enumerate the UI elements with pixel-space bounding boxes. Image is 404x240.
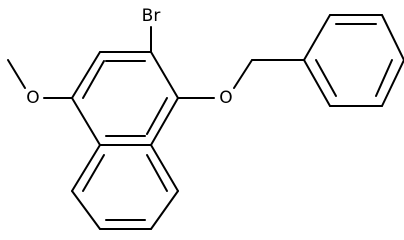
bond-ph4-ph5-double — [375, 59, 393, 97]
bond-ph1-ph2 — [303, 14, 331, 61]
phenyl-ring — [303, 14, 404, 107]
bond-ph3-ph4 — [381, 14, 404, 61]
bond-o-methyl — [7, 59, 26, 89]
bond-c7-c8 — [150, 190, 179, 230]
bond-c8a-c1 — [150, 97, 179, 146]
bond-c1-inner-double — [146, 97, 168, 135]
bond-ph4-ph5 — [381, 59, 404, 107]
bond-c5-c5-double — [82, 154, 105, 192]
lower-ring — [71, 144, 179, 230]
bond-c3-c4 — [71, 51, 101, 99]
upper-ring — [71, 51, 179, 146]
benzyloxy-oxygen-label: O — [219, 88, 232, 108]
bond-c1-c2 — [150, 51, 179, 99]
bromine-label: Br — [142, 6, 161, 26]
bromine-substituent: Br — [142, 6, 161, 53]
benzyloxy-substituent: O — [177, 59, 305, 108]
methoxy-oxygen-label: O — [26, 88, 39, 108]
bond-o-ch2 — [233, 59, 253, 89]
bond-c4-c4a — [71, 97, 101, 146]
bond-c4a-c5 — [71, 144, 101, 192]
bond-ph6-ph1-double — [315, 59, 337, 97]
bond-c5-c6 — [71, 190, 101, 230]
bond-ph6-ph1 — [303, 59, 331, 107]
bond-c8-c8-double — [146, 154, 168, 192]
methoxy-substituent: O — [7, 59, 73, 108]
structure-diagram: Br O O — [7, 6, 404, 230]
bond-c4-c4-double — [82, 60, 105, 99]
bond-c8-c8a — [150, 144, 179, 192]
